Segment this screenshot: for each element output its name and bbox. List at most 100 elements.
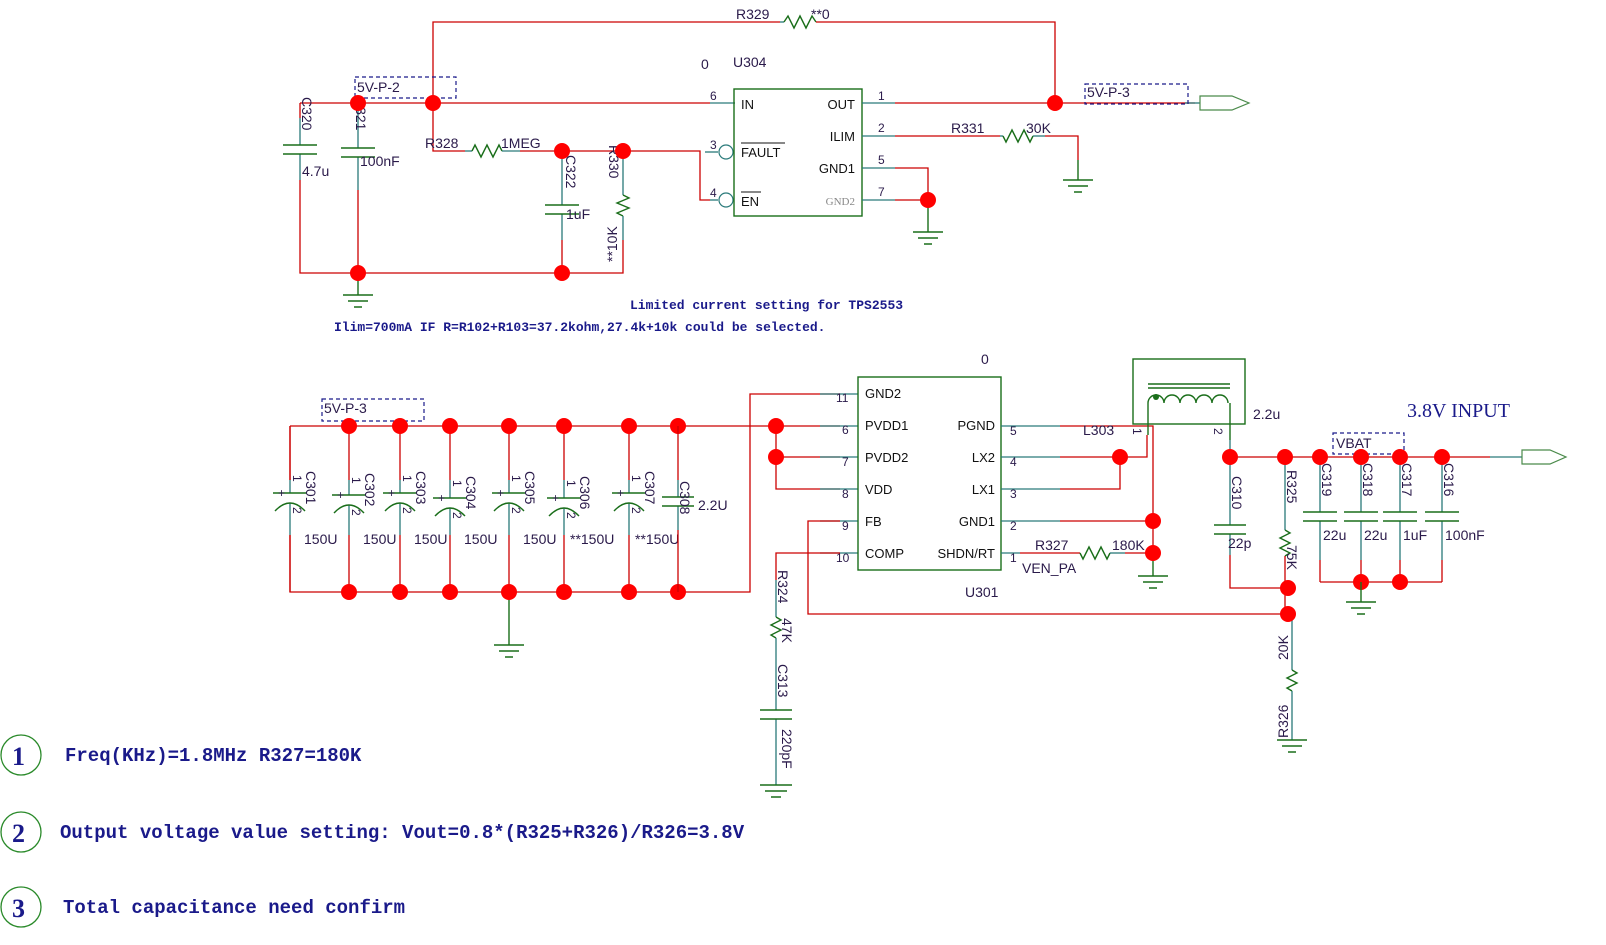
pin-number: 2 (509, 507, 523, 514)
port-connector-icon (1521, 449, 1568, 465)
pin-name-gnd2: GND2 (826, 196, 855, 208)
c320-value: 4.7u (302, 163, 329, 179)
pin-name-comp: COMP (865, 546, 904, 561)
capacitor-value: 100nF (1445, 527, 1485, 543)
pin-number: 1 (450, 480, 464, 487)
pin-number: 3 (710, 138, 717, 152)
capacitor-ref: C305 (522, 471, 538, 505)
ic-u301-ref: U301 (965, 584, 999, 600)
pin-number: 1 (564, 480, 578, 487)
pin-name-fb: FB (865, 514, 882, 529)
pin-name-pgnd: PGND (957, 418, 995, 433)
capacitor-ref: C302 (362, 473, 378, 507)
pin-number: 9 (842, 519, 849, 533)
junction-dot (768, 418, 784, 434)
pin-number: 1 (1130, 428, 1144, 435)
r326-value: 20K (1275, 634, 1291, 660)
junction-dot (615, 143, 631, 159)
pin-number: 10 (836, 551, 850, 565)
pin-number: 1 (878, 89, 885, 103)
capacitor-value: **150U (635, 531, 679, 547)
ground-icon (1063, 160, 1093, 193)
l303-ref: L303 (1083, 422, 1114, 438)
junction-dot (768, 449, 784, 465)
pin-number: 2 (1010, 519, 1017, 533)
junction-dot (1280, 580, 1296, 596)
pin-number: 11 (836, 391, 849, 405)
r330-value: **10K (604, 226, 620, 262)
l303-value: 2.2u (1253, 406, 1280, 422)
resistor-r331 (1002, 128, 1034, 144)
junction-dot (1277, 449, 1293, 465)
capacitor-value: 150U (363, 531, 396, 547)
pin-number: 1 (400, 475, 414, 482)
note-text: Freq(KHz)=1.8MHz R327=180K (65, 745, 362, 767)
pin-number: 2 (349, 509, 363, 516)
pin-number: 1 (1010, 551, 1017, 565)
capacitor-c310 (1214, 524, 1246, 535)
c308-ref: C308 (677, 481, 693, 515)
top-circuit: R329 **0 6 5V-P-2 C320 4.7u C321 100nF R… (283, 6, 1251, 335)
junction-dot (425, 95, 441, 111)
capacitor-ref: C307 (642, 471, 658, 505)
pin-name-vdd: VDD (865, 482, 892, 497)
ground-icon (760, 784, 792, 798)
note-number-circle (0, 734, 42, 776)
pin-number: 2 (450, 512, 464, 519)
junction-dot (442, 584, 458, 600)
capacitor-ref: C319 (1319, 463, 1335, 497)
pin-name-gnd2: GND2 (865, 386, 901, 401)
junction-dot (1312, 449, 1328, 465)
net-label-5v-p-2: 5V-P-2 (357, 79, 400, 95)
junction-dot (621, 584, 637, 600)
capacitor-c308 (662, 496, 694, 507)
pin-name-gnd1: GND1 (959, 514, 995, 529)
pin-name-shdn-rt: SHDN/RT (937, 546, 995, 561)
pin-name-pvdd1: PVDD1 (865, 418, 908, 433)
capacitor-c322 (545, 204, 579, 215)
r325-ref: R325 (1284, 470, 1300, 504)
junction-dot (350, 95, 366, 111)
ground-icon (343, 273, 373, 308)
capacitor-ref: C306 (577, 476, 593, 510)
c320-ref: C320 (299, 97, 315, 131)
pin-name-in: IN (741, 97, 754, 112)
ic-u304-marker: 0 (701, 56, 709, 72)
capacitor-ref: C303 (413, 471, 429, 505)
capacitor-c320 (283, 144, 317, 155)
note-1: 1 Freq(KHz)=1.8MHz R327=180K (0, 734, 362, 776)
wire (816, 21, 1056, 103)
capacitor-value: 150U (414, 531, 447, 547)
plus-sign: + (388, 486, 395, 500)
pin-number: 7 (842, 455, 849, 469)
resistor-r324 (769, 616, 783, 639)
junction-dot (501, 418, 517, 434)
junction-dot (556, 418, 572, 434)
junction-dot (392, 584, 408, 600)
pin-number: 2 (290, 507, 304, 514)
junction-dot (556, 584, 572, 600)
net-label-box (1332, 432, 1405, 455)
junction-dot (392, 418, 408, 434)
junction-dot (1280, 606, 1296, 622)
note-number-circle (0, 811, 42, 853)
note-number: 1 (12, 742, 25, 771)
c321-value: 100nF (360, 153, 400, 169)
r327-ref: R327 (1035, 537, 1069, 553)
junction-dot (920, 192, 936, 208)
r331-ref: R331 (951, 120, 985, 136)
wire (432, 21, 780, 103)
inductor-l303 (1147, 394, 1229, 404)
resistor-r326 (1285, 669, 1299, 692)
plus-sign: + (617, 486, 624, 500)
c308-value: 2.2U (698, 497, 728, 513)
pin-number: 2 (564, 512, 578, 519)
polarity-dot (1153, 394, 1159, 400)
